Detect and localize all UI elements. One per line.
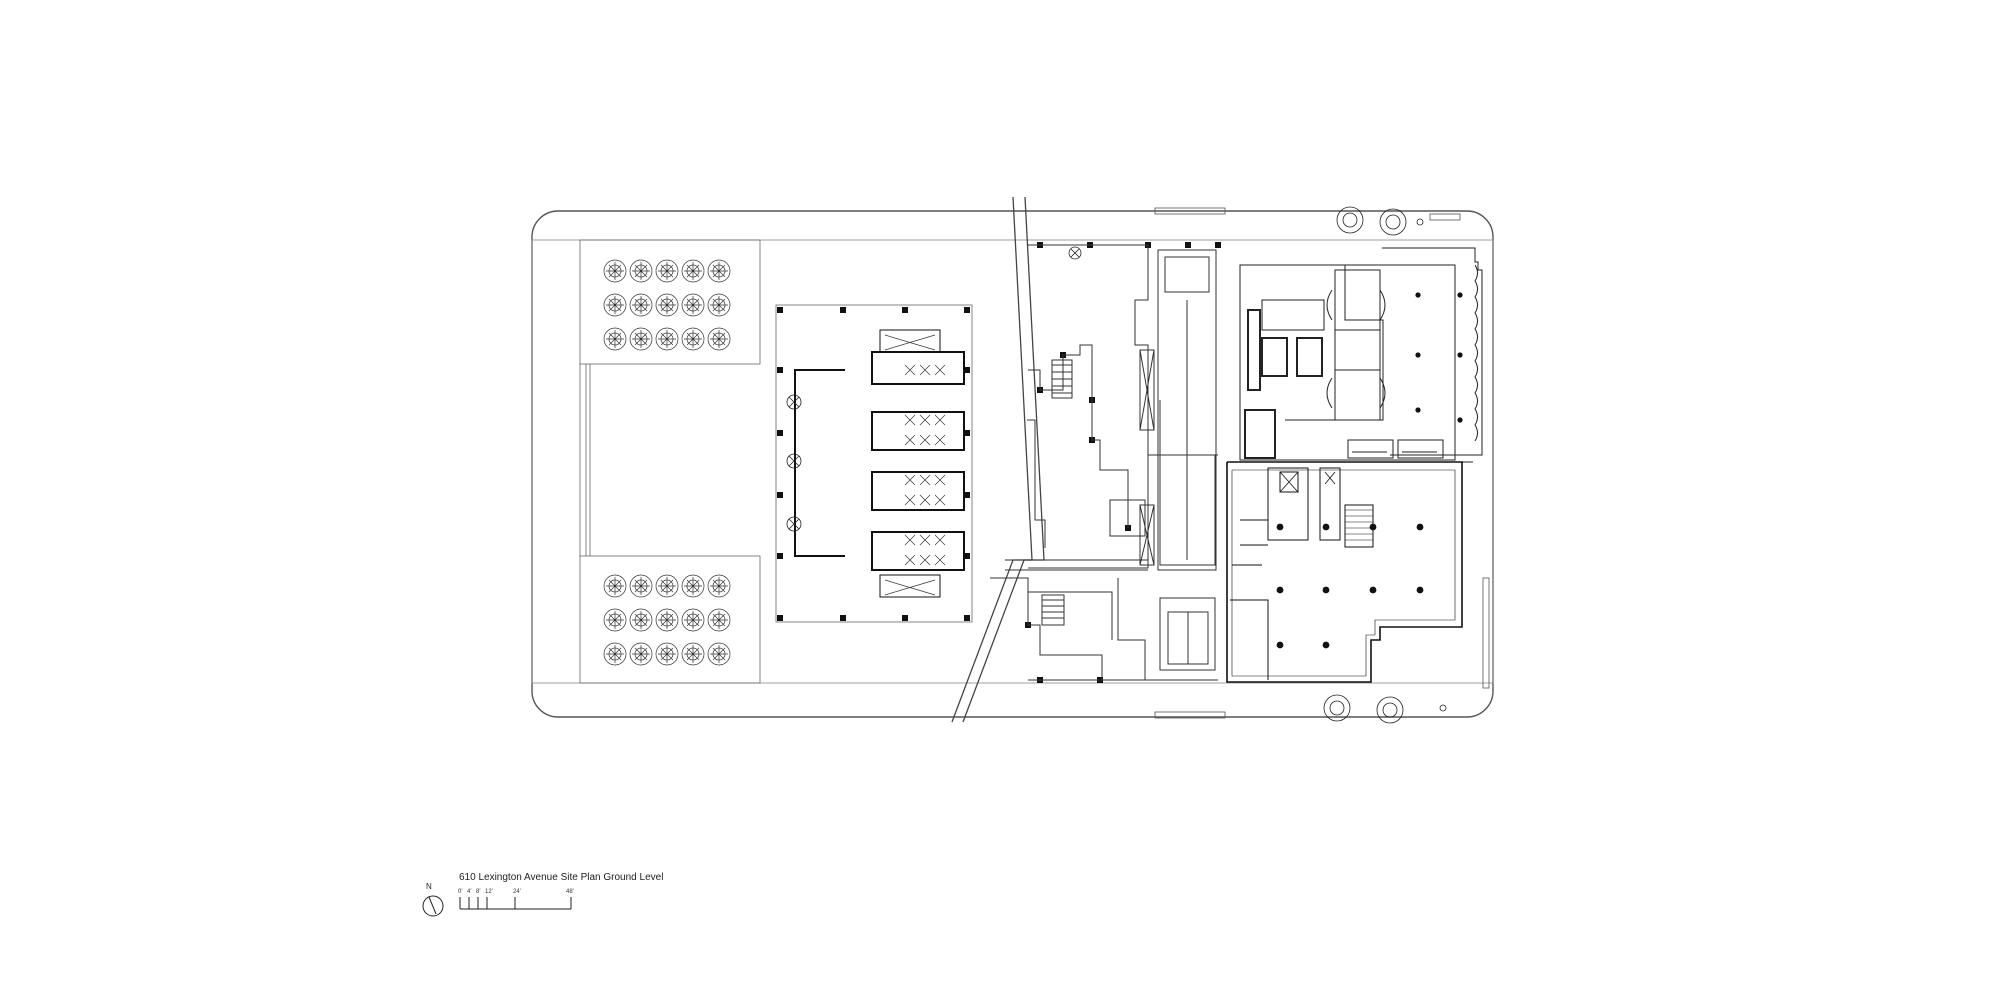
column-marker [964,553,970,559]
tree-icon [629,608,653,632]
scale-tick-label: 12' [485,889,493,895]
column-marker [1322,523,1330,531]
tree-icon [681,259,705,283]
tree-icon [629,259,653,283]
column-marker [1457,417,1463,423]
column-marker [964,307,970,313]
scale-tick-label: 24' [513,889,521,895]
column-marker [1457,292,1463,298]
tree-icon [629,327,653,351]
tree-icon [707,608,731,632]
tree-icon [629,293,653,317]
column-marker [964,430,970,436]
tree-icon [603,608,627,632]
column-marker [777,615,783,621]
tree-icon [629,574,653,598]
column-marker [1185,242,1191,248]
north-label: N [426,882,432,891]
tree-icon [681,608,705,632]
tree-icon [681,293,705,317]
column-marker [902,307,908,313]
tree-icon [655,608,679,632]
column-marker [1276,523,1284,531]
column-marker [1322,586,1330,594]
sidewalk-features [1154,207,1490,719]
site-boundary [531,210,1494,718]
tree-icon [681,327,705,351]
tree-icon [655,327,679,351]
street-trees [1323,206,1447,724]
tree-icon [681,642,705,666]
column-marker [1276,641,1284,649]
column-marker [1415,292,1421,298]
tree-icon [603,642,627,666]
column-marker [1276,586,1284,594]
tree-icon [655,293,679,317]
structural-columns [777,242,1221,683]
tree-icon [603,293,627,317]
column-marker [1215,242,1221,248]
column-marker [1416,523,1424,531]
middle-building [990,244,1218,681]
scale-tick-label: 4' [467,889,472,895]
column-marker [777,367,783,373]
column-marker [964,615,970,621]
tree-icon [681,574,705,598]
column-marker [1416,586,1424,594]
tree-groves [603,259,731,666]
tree-icon [603,327,627,351]
column-marker [777,553,783,559]
column-marker [1369,523,1377,531]
column-marker [1457,352,1463,358]
west-plaza [579,239,973,684]
elevator-cars [884,334,946,596]
tree-icon [707,327,731,351]
scale-tick-label: 8' [476,889,481,895]
column-marker [964,367,970,373]
scale-bar [459,897,572,910]
column-marker [1415,352,1421,358]
tree-icon [707,259,731,283]
column-marker [1415,407,1421,413]
north-arrow-icon [422,895,444,917]
tree-icon [655,259,679,283]
column-marker [1322,641,1330,649]
tree-icon [707,574,731,598]
column-marker [777,492,783,498]
scale-tick-label: 0' [458,889,463,895]
tree-icon [603,574,627,598]
tree-icon [707,642,731,666]
column-marker [902,615,908,621]
tree-icon [707,293,731,317]
scale-tick-label: 48' [566,889,574,895]
column-marker [777,430,783,436]
column-marker [1369,586,1377,594]
sidewalk-inner-line [531,239,1494,684]
light-fixtures [786,246,1082,532]
tree-icon [655,642,679,666]
column-marker [777,307,783,313]
tree-icon [655,574,679,598]
break-line [951,196,1045,723]
tree-icon [629,642,653,666]
column-marker [840,615,846,621]
east-building-south [1226,461,1463,683]
hall-columns [1276,292,1463,649]
tower-core [794,329,965,598]
tree-icon [603,259,627,283]
column-marker [840,307,846,313]
east-building-north [1239,247,1483,463]
column-marker [964,492,970,498]
drawing-title: 610 Lexington Avenue Site Plan Ground Le… [459,872,664,883]
